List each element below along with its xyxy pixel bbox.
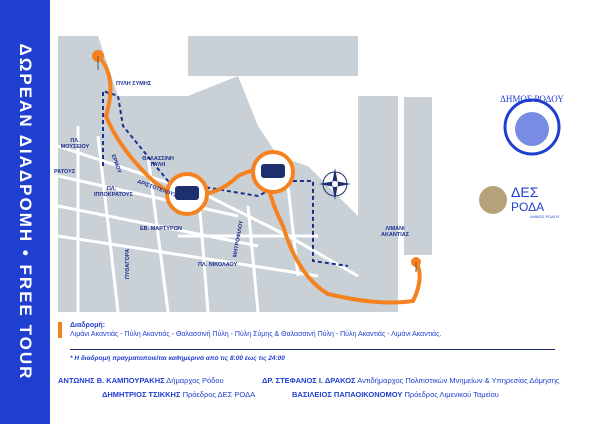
bus-icon [261, 164, 285, 178]
compass-icon [319, 168, 351, 200]
label-thalassini: ΘΑΛΑΣΣΙΝΗ ΠΥΛΗ [142, 156, 174, 168]
signature-deputy: ΔΡ. ΣΤΕΦΑΝΟΣ Ι. ΔΡΑΚΟΣ Αντιδήμαρχος Πολι… [262, 376, 560, 385]
signature-mayor: ΑΝΤΩΝΗΣ Β. ΚΑΜΠΟΥΡΑΚΗΣ Δήμαρχος Ρόδου [58, 376, 224, 385]
side-banner: ΔΩΡΕΑΝ ΔΙΑΔΡΟΜΗ • FREE TOUR [0, 0, 50, 424]
route-info: Διαδρομή: Λιμάνι Ακαντιάς - Πύλη Ακαντιά… [58, 322, 578, 338]
label-pythagora: ΠΥΘΑΓΟΡΑ [125, 248, 132, 280]
svg-text:ΡΟΔΑ: ΡΟΔΑ [511, 200, 544, 214]
svg-text:ΔΗΜΟΣ ΡΟΔΟΥ: ΔΗΜΟΣ ΡΟΔΟΥ [530, 214, 560, 219]
banner-title: ΔΩΡΕΑΝ ΔΙΑΔΡΟΜΗ • FREE TOUR [16, 43, 35, 381]
divider [70, 349, 555, 350]
signature-des-president: ΔΗΜΗΤΡΙΟΣ ΤΣΙΚΚΗΣ Πρόεδρος ΔΕΣ ΡΟΔΑ [102, 390, 256, 399]
municipality-logo: ΔΗΜΟΣ ΡΟΔΟΥ [497, 82, 567, 162]
schedule-note: * Η διαδρομή πραγματοποιείται καθημερινά… [70, 355, 285, 362]
label-pyli-symis: ΠΥΛΗ ΣΥΜΗΣ [116, 81, 152, 87]
route-map[interactable]: ΠΥΛΗ ΣΥΜΗΣ ΠΛ. ΜΟΥΣΕΙΟΥ ΘΑΛΑΣΣΙΝΗ ΠΥΛΗ Ρ… [54, 36, 478, 313]
pin-icon [411, 257, 421, 272]
route-title: Διαδρομή: [70, 322, 106, 329]
map-graphic [57, 36, 478, 313]
svg-text:ΔΕΣ: ΔΕΣ [511, 184, 539, 200]
label-ippokratous: ΠΛ. ΙΠΠΟΚΡΑΤΟΥΣ [94, 186, 133, 198]
signature-port-president: ΒΑΣΙΛΕΙΟΣ ΠΑΠΑΟΙΚΟΝΟΜΟΥ Πρόεδρος Λιμενικ… [292, 390, 499, 399]
pin-icon [92, 50, 104, 70]
route-description: Λιμάνι Ακαντιάς - Πύλη Ακαντιάς - Θαλασσ… [70, 331, 442, 338]
label-ratous: ΡΑΤΟΥΣ [54, 169, 76, 175]
label-mouseiou: ΠΛ. ΜΟΥΣΕΙΟΥ [60, 138, 90, 150]
bus-icon [175, 186, 199, 200]
label-nikolaou: ΠΛ. ΝΙΚΟΛΑΟΥ [198, 262, 238, 268]
label-akantias: ΛΙΜΑΝΙ ΑΚΑΝΤΙΑΣ [380, 226, 410, 238]
svg-text:ΔΗΜΟΣ ΡΟΔΟΥ: ΔΗΜΟΣ ΡΟΔΟΥ [500, 94, 564, 104]
label-martyron: ΕΒ. ΜΑΡΤΥΡΩΝ [140, 226, 182, 232]
